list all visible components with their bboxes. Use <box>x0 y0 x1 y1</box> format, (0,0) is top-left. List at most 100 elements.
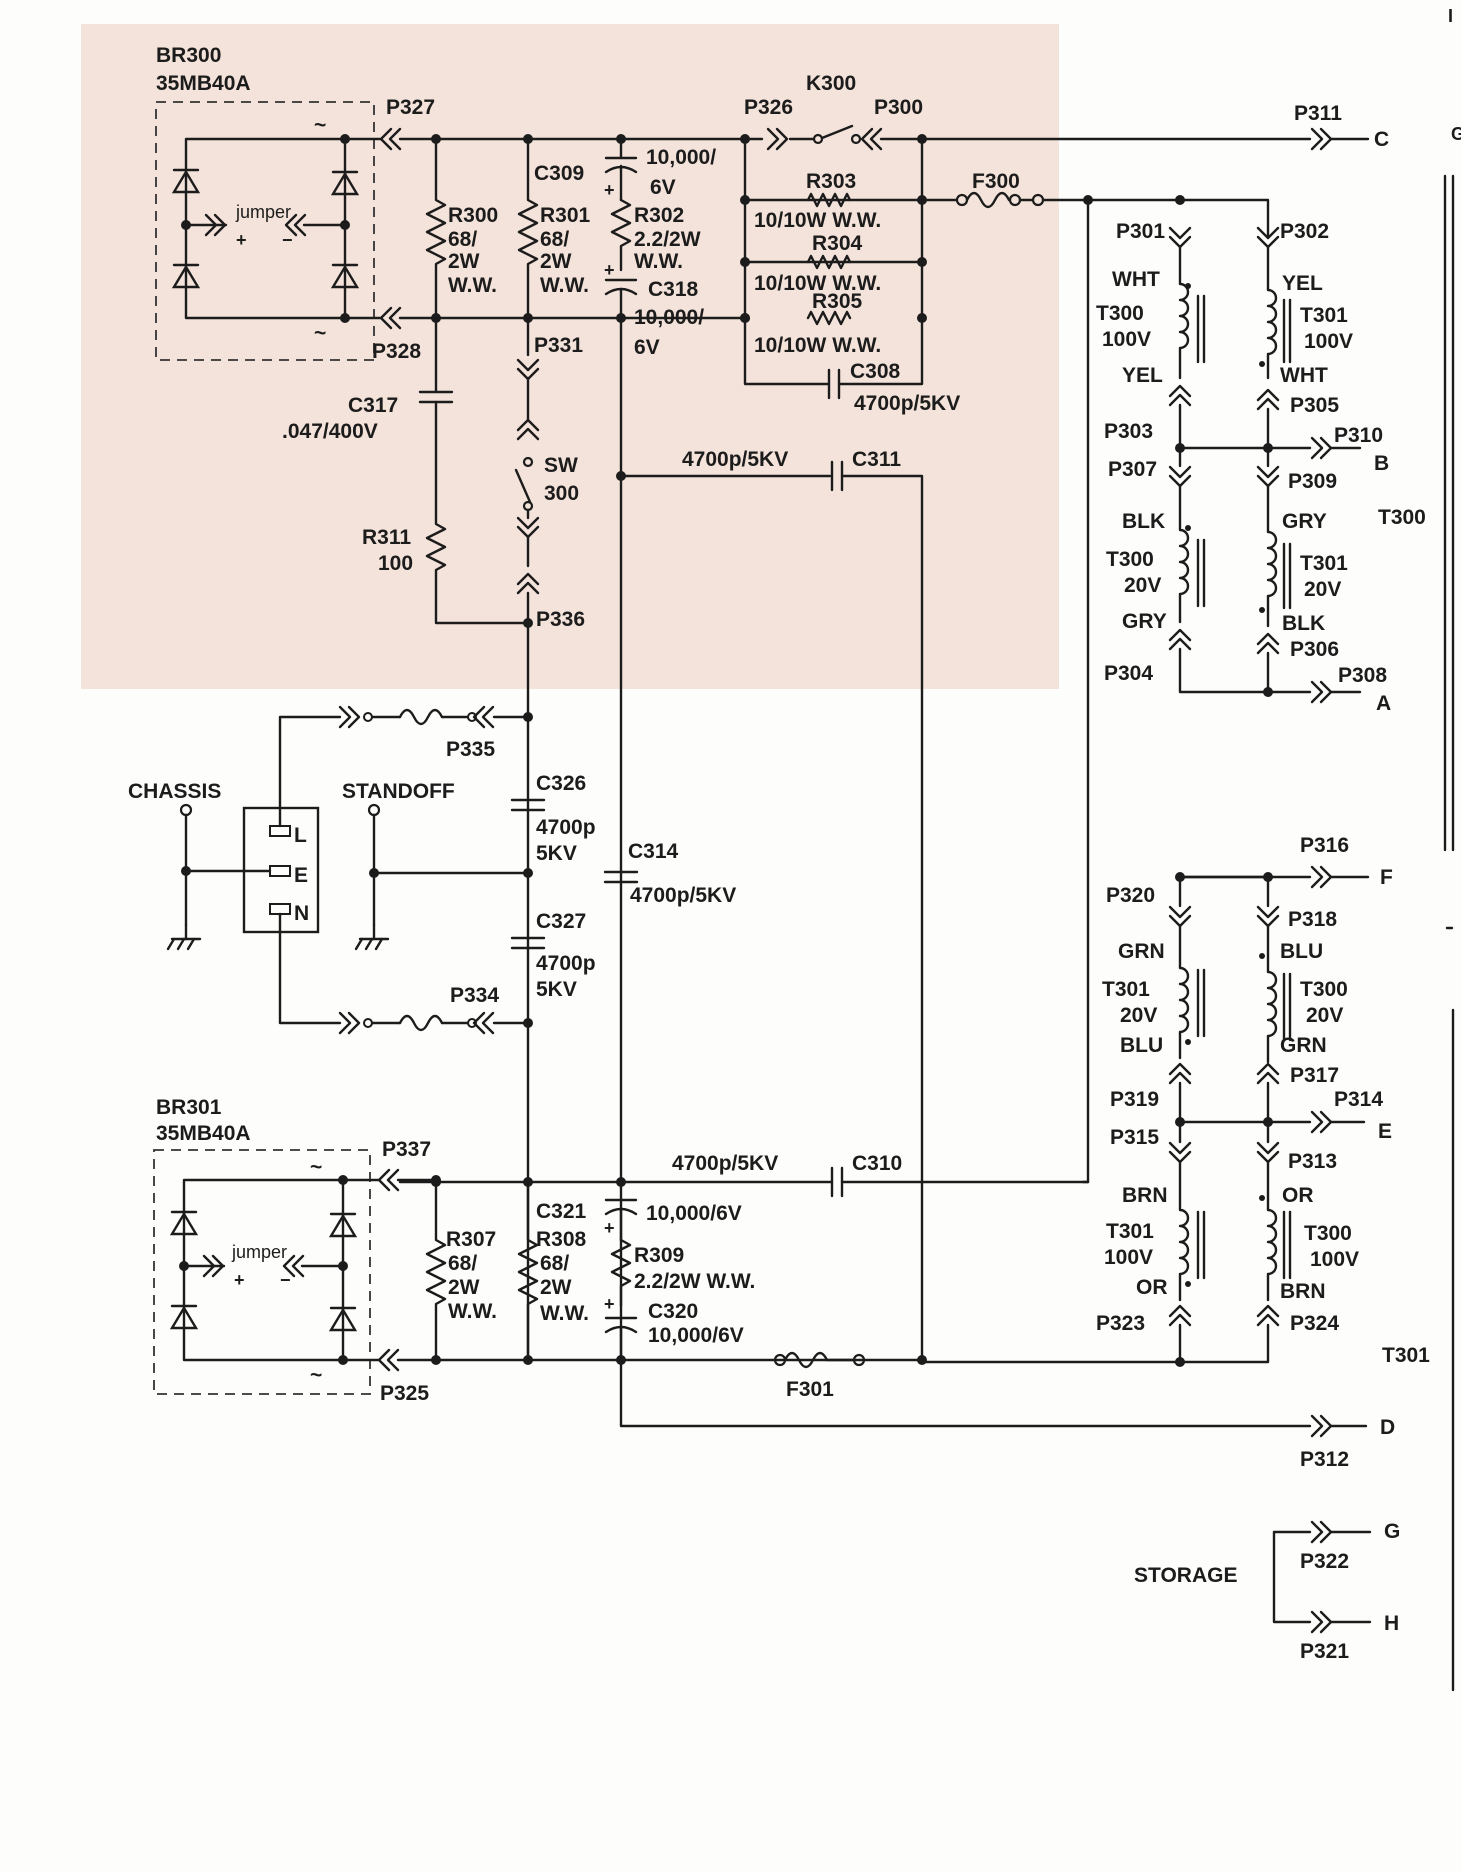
r301-l2: 68/ <box>540 228 569 251</box>
pin-p322: P322 <box>1300 1550 1349 1573</box>
r309-l1: R309 <box>634 1244 684 1267</box>
svg-text:+: + <box>604 1218 615 1238</box>
winding-w2 <box>1259 245 1292 380</box>
w8-volt: 100V <box>1310 1248 1359 1271</box>
r300-l4: W.W. <box>448 274 497 297</box>
br300-jumper: jumper <box>235 202 291 222</box>
c317-value: .047/400V <box>282 420 378 443</box>
pin-p306: P306 <box>1290 638 1339 661</box>
c327-val2: 5KV <box>536 978 577 1001</box>
capacitor-c327 <box>510 936 546 950</box>
w4-name: T301 <box>1300 552 1348 575</box>
w6-volt: 20V <box>1306 1004 1343 1027</box>
r305-l1: R305 <box>812 290 863 313</box>
fuse-f301-label: F301 <box>786 1378 834 1401</box>
resistor-r307 <box>425 1178 447 1362</box>
c309-label: C309 <box>534 162 584 185</box>
winding-w6 <box>1259 924 1292 1064</box>
c309-val2: 6V <box>650 176 676 199</box>
pin-p317: P317 <box>1290 1064 1339 1087</box>
r303-l2: 10/10W W.W. <box>754 209 881 232</box>
sw300-l2: 300 <box>544 482 579 505</box>
relay-k300: K300 <box>806 72 856 95</box>
winding-w3 <box>1178 484 1206 624</box>
winding-w1 <box>1178 245 1206 380</box>
w5-top: GRN <box>1118 940 1165 963</box>
w6-bottom: GRN <box>1280 1034 1327 1057</box>
resistor-r300 <box>425 137 447 320</box>
pin-p326: P326 <box>744 96 793 119</box>
out-e: E <box>1378 1120 1392 1143</box>
pin-p337: P337 <box>382 1138 431 1161</box>
capacitor-c321 <box>604 1198 638 1242</box>
w2-top: YEL <box>1282 272 1323 295</box>
r308-l1: R308 <box>536 1228 587 1251</box>
resistor-r304 <box>806 254 852 270</box>
c318-val2: 6V <box>634 336 660 359</box>
pin-p319: P319 <box>1110 1088 1159 1111</box>
t300-label: T300 <box>1378 506 1426 529</box>
resistor-r305 <box>806 310 852 326</box>
c308-label: C308 <box>850 360 901 383</box>
outlet-e: E <box>294 864 308 887</box>
w3-volt: 20V <box>1124 574 1161 597</box>
w1-volt: 100V <box>1102 328 1151 351</box>
c317-label: C317 <box>348 394 398 417</box>
fuse-f300 <box>965 191 1011 209</box>
w8-name: T300 <box>1304 1222 1352 1245</box>
w3-bottom: GRY <box>1122 610 1167 633</box>
pin-p328: P328 <box>372 340 421 363</box>
pin-p334: P334 <box>450 984 499 1007</box>
r309-l2: 2.2/2W W.W. <box>634 1270 755 1293</box>
r308-l2: 68/ <box>540 1252 569 1275</box>
w4-top: GRY <box>1282 510 1327 533</box>
br301-ac-top: ~ <box>310 1156 322 1179</box>
w8-bottom: BRN <box>1280 1280 1326 1303</box>
w4-volt: 20V <box>1304 578 1341 601</box>
w5-bottom: BLU <box>1120 1034 1163 1057</box>
relay-contact-k300 <box>788 124 862 145</box>
out-g: G <box>1384 1520 1400 1543</box>
c327-val1: 4700p <box>536 952 596 975</box>
c318-val1: 10,000/ <box>634 306 704 329</box>
pin-p316: P316 <box>1300 834 1349 857</box>
pin-p303: P303 <box>1104 420 1153 443</box>
highlight-region <box>81 24 1059 689</box>
r307-l2: 68/ <box>448 1252 477 1275</box>
w6-top: BLU <box>1280 940 1323 963</box>
c310-label: C310 <box>852 1152 902 1175</box>
capacitor-c310 <box>830 1166 844 1198</box>
winding-w5 <box>1178 924 1206 1060</box>
c320-label: C320 <box>648 1300 698 1323</box>
w2-volt: 100V <box>1304 330 1353 353</box>
bridge-br300: BR300 35MB40A jumper + − ~ ~ <box>155 44 375 361</box>
fuse-f300-label: F300 <box>972 170 1020 193</box>
w2-bottom: WHT <box>1280 364 1328 387</box>
r301-l1: R301 <box>540 204 591 227</box>
capacitor-c320 <box>604 1316 638 1362</box>
c321-value: 10,000/6V <box>646 1202 742 1225</box>
c327-label: C327 <box>536 910 586 933</box>
capacitor-c326 <box>510 798 546 812</box>
winding-w4 <box>1259 484 1292 628</box>
r307-l3: 2W <box>448 1276 480 1299</box>
c326-label: C326 <box>536 772 586 795</box>
pin-p318: P318 <box>1288 908 1337 931</box>
w7-name: T301 <box>1106 1220 1154 1243</box>
resistor-r311 <box>425 400 530 625</box>
winding-w8 <box>1259 1160 1292 1302</box>
outlet-n: N <box>294 902 309 925</box>
br300-part: 35MB40A <box>156 72 251 95</box>
r302-l3: W.W. <box>634 250 683 273</box>
br300-plus: + <box>236 230 247 250</box>
pin-p313: P313 <box>1288 1150 1337 1173</box>
out-a: A <box>1376 692 1391 715</box>
br301-minus: − <box>280 1270 291 1290</box>
capacitor-c309 <box>604 137 638 202</box>
r305-l2: 10/10W W.W. <box>754 334 881 357</box>
pin-p300: P300 <box>874 96 923 119</box>
pin-p325: P325 <box>380 1382 429 1405</box>
pin-p336: P336 <box>536 608 585 631</box>
resistor-r309 <box>610 1238 632 1308</box>
